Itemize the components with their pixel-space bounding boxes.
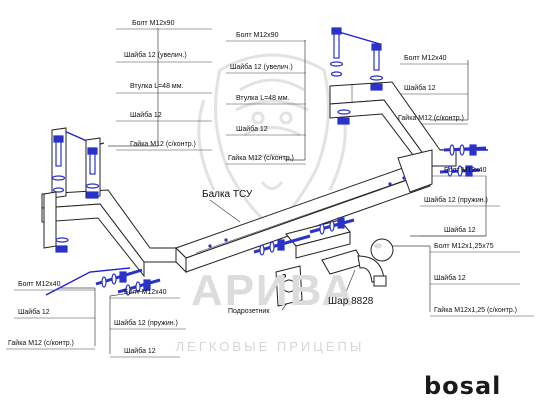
label-left-top-bolt: Болт М12х90 [132, 20, 175, 27]
label-left-top-washer: Шайба 12 [130, 112, 162, 119]
bolt-stack-ball-mount [253, 217, 355, 256]
label-left-bottom-washer: Шайба 12 [18, 309, 50, 316]
bolt-stack-right [439, 144, 487, 177]
right-side-bracket [329, 81, 457, 193]
watermark-title: АРИВА [190, 266, 356, 315]
label-ball-mount-washer: Шайба 12 [434, 275, 466, 282]
label-ball: Шар 8828 [328, 296, 374, 307]
label-right-top-bolt: Болт М12х40 [404, 55, 447, 62]
socket-plate [275, 265, 303, 307]
label-ball-mount-bolt: Болт М12х1,25х75 [434, 243, 494, 250]
label-left-bottom-bolt: Болт М12х40 [18, 281, 61, 288]
label-center-bottom-bolt: Болт М12х40 [124, 289, 167, 296]
beam-holes [208, 176, 406, 248]
label-beam: Балка ТСУ [202, 189, 253, 200]
label-right-mid-washer-spring: Шайба 12 (пружин.) [424, 197, 488, 204]
label-center-bottom-washer: Шайба 12 [124, 348, 156, 355]
watermark-subtitle: ЛЕГКОВЫЕ ПРИЦЕПЫ [175, 339, 365, 354]
label-left-bottom-nut: Гайка М12 (с/контр.) [8, 340, 74, 347]
bolt-stack-left-bottom [95, 268, 161, 296]
label-left-top-washer-big: Шайба 12 (увелич.) [124, 52, 187, 59]
label-right-top-washer: Шайба 12 [404, 85, 436, 92]
label-center-top-washer: Шайба 12 [236, 126, 268, 133]
brand-logo: bosal [424, 372, 502, 400]
tow-bar-beam [175, 161, 431, 274]
label-socket-plate: Подрозетник [228, 308, 270, 315]
label-left-top-nut: Гайка М12 (с/контр.) [130, 141, 196, 148]
label-center-top-sleeve: Втулка L=48 мм. [236, 95, 290, 102]
label-right-top-nut: Гайка М12 (с/контр.) [398, 115, 464, 122]
label-ball-mount-nut: Гайка М12х1,25 (с/контр.) [434, 307, 517, 314]
label-left-top-sleeve: Втулка L=48 мм. [130, 83, 184, 90]
bolt-stack-center-top [329, 27, 384, 125]
bracket-left-bottom [45, 267, 131, 296]
label-center-top-bolt: Болт М12х90 [236, 32, 279, 39]
label-right-mid-washer: Шайба 12 [444, 227, 476, 234]
label-center-bottom-washer-spring: Шайба 12 (пружин.) [114, 320, 178, 327]
label-center-top-washer-big: Шайба 12 (увелич.) [230, 64, 293, 71]
label-center-top-nut: Гайка М12 (с/контр.) [228, 155, 294, 162]
label-underlines [6, 28, 534, 358]
bolt-stack-left-top [51, 135, 100, 253]
label-right-mid-bolt: Болт М12х40 [444, 167, 487, 174]
tow-ball [321, 238, 394, 287]
